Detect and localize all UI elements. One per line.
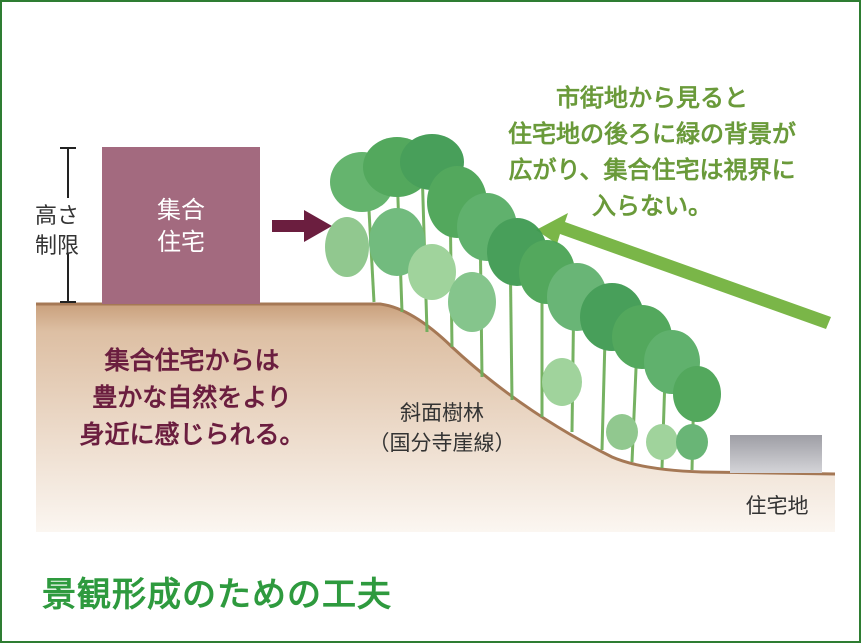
right-message: 市街地から見ると 住宅地の後ろに緑の背景が 広がり、集合住宅は視界に 入らない。 [508, 84, 796, 220]
diagram-title: 景観形成のための工夫 [42, 575, 392, 615]
left-message: 集合住宅からは 豊かな自然をより 身近に感じられる。 [79, 346, 305, 449]
trees-icon [325, 134, 721, 471]
arrow-up-left-icon [536, 213, 831, 329]
slope-forest-label: 斜面樹林 （国分寺崖線） [368, 401, 516, 455]
height-limit-label: 高さ 制限 [34, 204, 79, 259]
house-shape [730, 435, 822, 473]
residential-area-label: 住宅地 [745, 494, 809, 518]
height-bracket-icon [60, 147, 76, 303]
building-shape [102, 147, 260, 304]
building-label: 集合 住宅 [157, 196, 205, 256]
ground-edge [36, 302, 836, 476]
ground-profile [36, 304, 835, 532]
arrow-right-icon [272, 210, 332, 242]
